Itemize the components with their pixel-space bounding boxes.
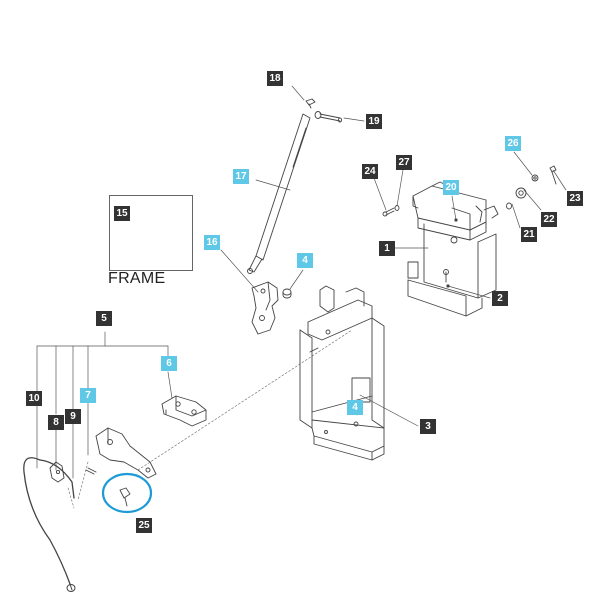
part-24-bolt xyxy=(382,207,395,217)
callout-4-upper: 4 xyxy=(297,253,313,268)
part-27-washer xyxy=(394,205,400,211)
part-1-mounting-plate xyxy=(407,181,499,317)
part-6-latch xyxy=(161,395,207,427)
callout-1: 1 xyxy=(379,241,395,256)
part-19-pin xyxy=(314,111,343,123)
callout-22: 22 xyxy=(541,212,557,227)
highlight-circle-25 xyxy=(101,472,153,514)
part-10-release-cable xyxy=(23,457,76,592)
part-25-screw xyxy=(119,487,131,507)
callout-27: 27 xyxy=(396,155,412,170)
callout-23: 23 xyxy=(567,191,583,206)
part-9-screw xyxy=(85,467,97,475)
callout-3: 3 xyxy=(420,419,436,434)
callout-10: 10 xyxy=(26,391,42,406)
item-5-bracket-tree xyxy=(36,331,173,479)
part-8-cable-clip xyxy=(49,461,65,483)
callout-7: 7 xyxy=(80,388,96,403)
parts-21-22-26-23-hardware xyxy=(506,165,557,210)
callout-6: 6 xyxy=(161,356,177,371)
callout-26: 26 xyxy=(505,136,521,151)
dashed-assembly-lines xyxy=(67,329,353,509)
part-18-clip xyxy=(305,98,316,109)
callout-4-lower: 4 xyxy=(347,400,363,415)
callout-19: 19 xyxy=(366,114,382,129)
callout-8: 8 xyxy=(48,415,64,430)
part-17-gas-strut xyxy=(247,113,311,274)
callout-2: 2 xyxy=(492,291,508,306)
callout-16: 16 xyxy=(204,235,220,250)
callout-9: 9 xyxy=(65,409,81,424)
callout-18: 18 xyxy=(267,71,283,86)
callout-17: 17 xyxy=(233,169,249,184)
part-4-nut-upper xyxy=(282,288,292,299)
callout-21: 21 xyxy=(521,227,537,242)
frame-label: FRAME xyxy=(108,270,166,287)
part-16-bracket xyxy=(251,281,279,335)
callout-24: 24 xyxy=(362,164,378,179)
callout-15: 15 xyxy=(114,206,130,221)
part-7-lever-plate xyxy=(95,427,157,479)
callout-5: 5 xyxy=(96,311,112,326)
callout-25: 25 xyxy=(136,518,152,533)
callout-20: 20 xyxy=(443,180,459,195)
part-3-main-frame xyxy=(299,285,385,461)
